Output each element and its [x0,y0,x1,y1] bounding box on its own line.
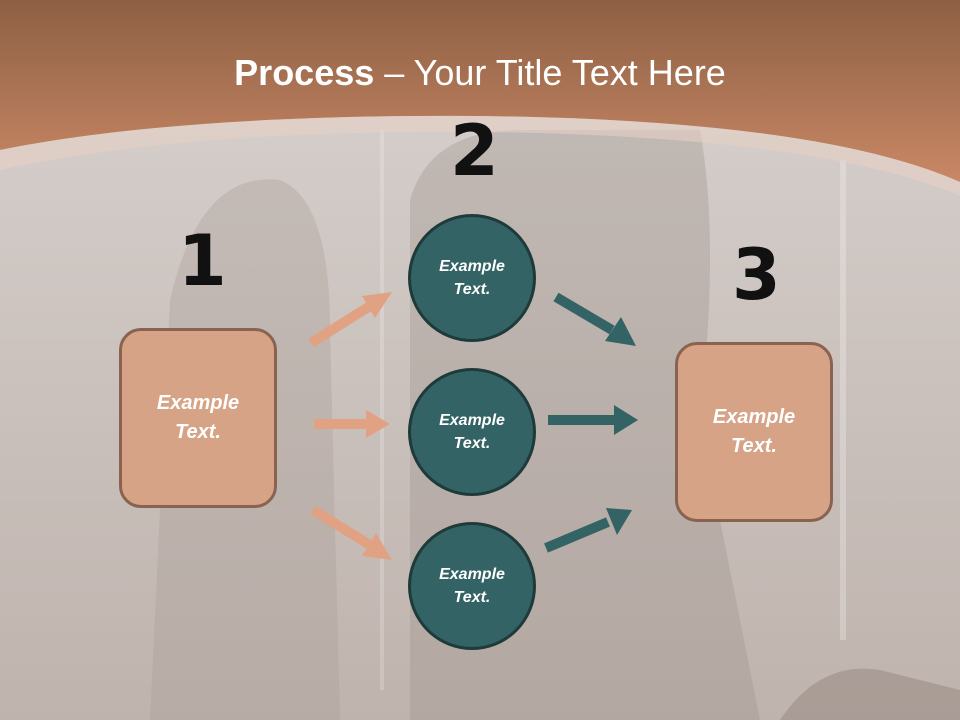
title-bold: Process [234,52,375,93]
step-3-number: 3 [732,234,781,316]
arrow-step1-to-top [308,292,392,348]
step-3-text-line-1: Example [712,406,796,428]
arrow-step1-to-middle [314,410,390,438]
step-1-text-line-2: Text. [175,421,221,443]
circle-middle-line-1: Example [439,411,505,429]
arrow-top-to-step3 [553,292,636,346]
circle-bottom-line-2: Text. [453,589,491,606]
circle-middle-line-2: Text. [453,435,491,452]
step-1-text-line-1: Example [156,392,240,414]
arrow-middle-to-step3 [548,405,638,435]
circle-bottom-line-1: Example [439,565,505,583]
circle-top-line-1: Example [439,257,505,275]
step-1-number: 1 [178,220,227,302]
circle-top-line-2: Text. [453,281,491,298]
title-rest: – Your Title Text Here [374,52,726,93]
step-2-number: 2 [450,110,499,192]
slide-title: Process – Your Title Text Here [0,52,960,94]
arrow-step1-to-bottom [310,505,392,560]
step-3-text-line-2: Text. [731,435,777,457]
arrow-bottom-to-step3 [544,508,632,553]
